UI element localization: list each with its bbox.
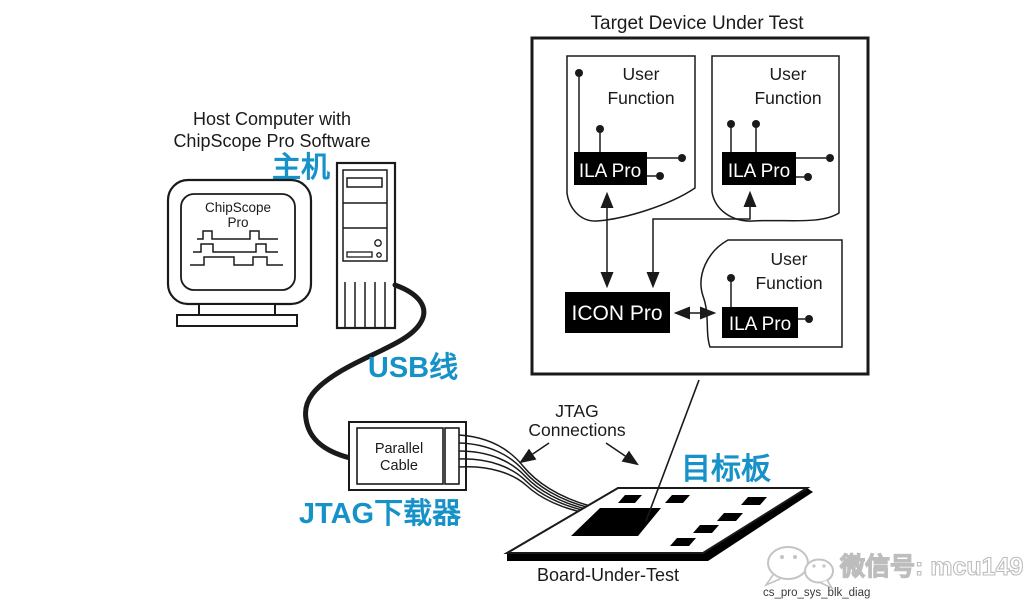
tower-drive-bay — [346, 177, 383, 188]
monitor-screen — [180, 193, 296, 291]
user-function-block-1: User Function ILA Pro — [566, 55, 696, 222]
wechat-icon — [763, 546, 835, 590]
jtag-cn-label: JTAG下载器 — [299, 497, 462, 530]
jtag-connections-label: JTAG Connections — [519, 401, 639, 466]
host-cn-label: 主机 — [272, 151, 330, 184]
board-top — [503, 487, 811, 554]
target-device-title: Target Device Under Test — [591, 13, 805, 34]
board-chips — [571, 495, 767, 546]
host-computer-section: Host Computer with ChipScope Pro Softwar… — [166, 109, 397, 330]
host-label-line1: Host Computer with — [193, 109, 351, 129]
target-device-section: Target Device Under Test User Function I… — [530, 13, 870, 376]
svg-text:Function: Function — [607, 88, 674, 108]
tower-led — [376, 252, 382, 258]
tower-vents — [344, 282, 386, 327]
screen-label-line1: ChipScope — [205, 200, 271, 215]
svg-text:User: User — [770, 64, 807, 84]
svg-text:Connections: Connections — [528, 420, 626, 440]
probe-connections — [727, 120, 834, 181]
svg-text:Parallel: Parallel — [375, 441, 423, 457]
ila-pro-block-2 — [722, 152, 796, 185]
cables-section: USB线 Parallel Cable JTAG下载器 JTAG Connect… — [299, 282, 639, 530]
ila-pro-block-1 — [574, 152, 647, 185]
usb-cable — [303, 282, 427, 461]
svg-text:Function: Function — [755, 273, 822, 293]
board-section: 目标板 Board-Under-Test — [503, 379, 813, 585]
ila-pro-label-3: ILA Pro — [729, 314, 791, 335]
chip-pointer-line — [645, 379, 700, 522]
tower-pc — [335, 161, 397, 330]
board-label: Board-Under-Test — [537, 565, 679, 585]
svg-text:User: User — [623, 64, 660, 84]
svg-text:Function: Function — [754, 88, 821, 108]
waveform-traces — [190, 230, 283, 266]
monitor: ChipScope Pro — [166, 178, 313, 327]
board-cn-label: 目标板 — [681, 453, 771, 486]
watermark: 微信号: mcu149 cs_pro_sys_blk_diag — [763, 546, 1024, 599]
svg-text:Cable: Cable — [380, 458, 418, 474]
target-device-box — [530, 36, 870, 376]
pod-connector — [444, 427, 460, 485]
wechat-watermark-text: 微信号: mcu149 — [839, 553, 1023, 581]
user-function-block-3: User Function ILA Pro — [700, 239, 843, 348]
icon-pro-label: ICON Pro — [571, 302, 662, 325]
svg-text:JTAG: JTAG — [555, 401, 598, 421]
parallel-cable-pod: Parallel Cable — [348, 421, 467, 491]
jtag-wire-bundle — [458, 434, 592, 515]
tower-power-button — [374, 239, 382, 247]
probe-connections — [575, 69, 686, 180]
icon-pro-block: ICON Pro — [565, 292, 670, 333]
ila-pro-block-3 — [722, 307, 798, 338]
screen-label-line2: Pro — [227, 215, 248, 230]
monitor-base — [176, 314, 298, 327]
svg-text:User: User — [771, 249, 808, 269]
host-label-line2: ChipScope Pro Software — [173, 131, 370, 151]
ila-pro-label-2: ILA Pro — [728, 161, 790, 182]
tower-slot — [346, 251, 373, 258]
ila-pro-label-1: ILA Pro — [579, 161, 641, 182]
file-tag: cs_pro_sys_blk_diag — [763, 587, 870, 599]
user-function-block-2: User Function ILA Pro — [711, 55, 840, 222]
icon-ila-arrows — [600, 190, 757, 320]
usb-cn-label: USB线 — [368, 351, 458, 384]
monitor-neck — [198, 303, 276, 316]
